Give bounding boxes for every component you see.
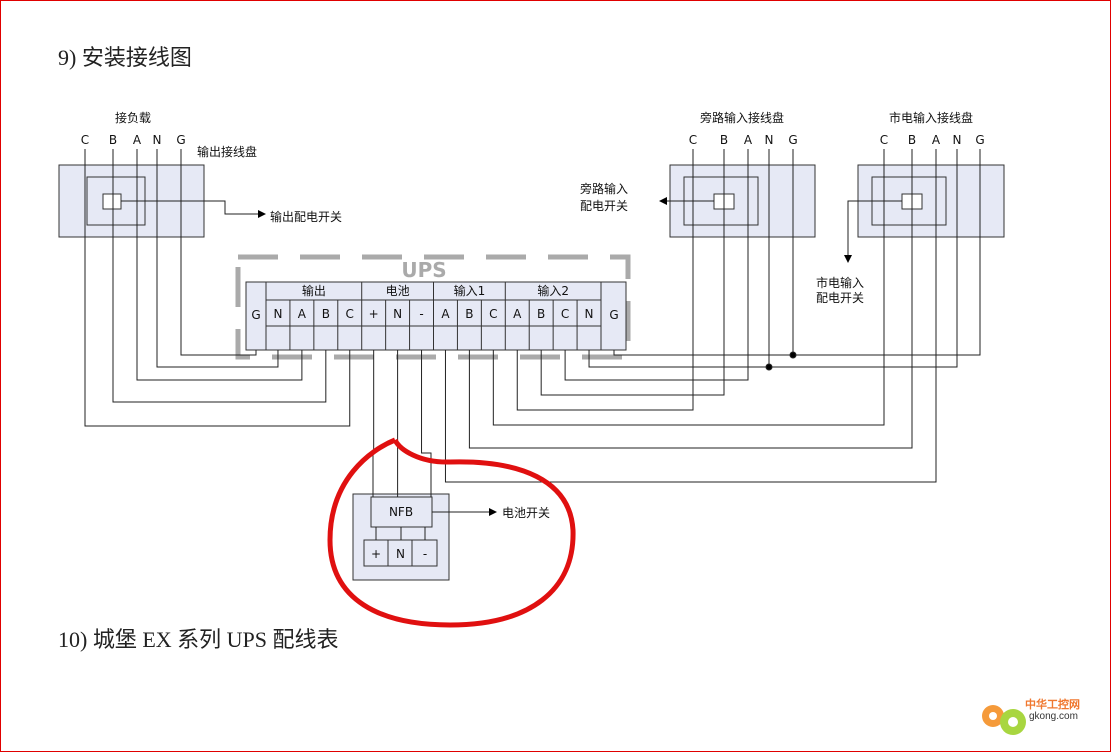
bypass-switch-label: 旁路输入 <box>580 181 628 196</box>
phase-label: A <box>133 133 142 147</box>
terminal-label: N <box>393 307 402 321</box>
phase-label: G <box>788 133 797 147</box>
phase-label: A <box>744 133 753 147</box>
terminal-group-label: 输出 <box>302 283 326 298</box>
wire <box>468 149 913 449</box>
wire <box>516 149 694 411</box>
terminal-label: B <box>537 307 545 321</box>
nfb-terminal-label: N <box>396 547 405 561</box>
terminal-label: B <box>322 307 330 321</box>
junction-dot <box>789 351 797 359</box>
ups-terminal-block <box>245 281 627 351</box>
terminal-group-label: 输入1 <box>454 283 486 298</box>
phase-label: N <box>153 133 162 147</box>
battery-switch-label: 电池开关 <box>502 506 550 520</box>
wire <box>112 149 327 403</box>
phase-label: B <box>109 133 117 147</box>
terminal-group-label: 输入2 <box>537 283 569 298</box>
phase-label: C <box>880 133 888 147</box>
terminal-label: C <box>346 307 354 321</box>
section-heading-table: 10) 城堡 EX 系列 UPS 配线表 <box>58 627 339 652</box>
wire <box>540 149 725 396</box>
phase-label: N <box>765 133 774 147</box>
terminal-label: C <box>489 307 497 321</box>
wire <box>444 149 937 483</box>
terminal-group-label: 电池 <box>386 284 410 298</box>
terminal-label: A <box>513 307 522 321</box>
wire <box>180 149 257 356</box>
output-switch <box>102 193 122 210</box>
bypass-switch-label: 配电开关 <box>580 199 628 213</box>
load-label: 接负载 <box>115 110 151 125</box>
terminal-label: N <box>585 307 594 321</box>
wire <box>588 149 958 368</box>
phase-label: G <box>975 133 984 147</box>
ups-label: UPS <box>401 258 446 282</box>
ups-outline <box>235 254 631 360</box>
phase-label: B <box>908 133 916 147</box>
phase-label: B <box>720 133 728 147</box>
phase-label: A <box>932 133 941 147</box>
phase-label: C <box>81 133 89 147</box>
phase-label: G <box>176 133 185 147</box>
wire <box>492 149 885 426</box>
terminal-label: - <box>419 307 423 321</box>
mains-switch-label: 市电输入 <box>816 275 864 290</box>
wire <box>136 149 303 381</box>
ground-label: G <box>609 308 618 322</box>
red-annotation-circle <box>327 437 576 628</box>
terminal-label: B <box>465 307 473 321</box>
terminal-label: A <box>441 307 450 321</box>
wire <box>84 149 351 427</box>
terminal-label: N <box>273 307 282 321</box>
output-switch-label: 输出配电开关 <box>270 209 342 224</box>
phase-label: N <box>953 133 962 147</box>
nfb-terminal-label: - <box>423 547 427 561</box>
wire <box>564 149 749 381</box>
wire <box>372 350 375 497</box>
wire <box>613 149 981 356</box>
section-heading-wiring: 9) 安装接线图 <box>58 45 192 70</box>
output-panel-label: 输出接线盘 <box>197 144 257 159</box>
terminal-label: C <box>561 307 569 321</box>
bypass-panel-label: 旁路输入接线盘 <box>700 110 784 125</box>
wire <box>156 149 279 368</box>
mains-switch-label: 配电开关 <box>816 291 864 305</box>
nfb-terminal-label: + <box>371 547 381 561</box>
mains-panel-label: 市电输入接线盘 <box>889 110 973 125</box>
phase-label: C <box>689 133 697 147</box>
terminal-label: + <box>369 307 379 321</box>
gear-logo-icon <box>982 705 1026 735</box>
wire <box>421 350 432 497</box>
terminal-label: A <box>298 307 307 321</box>
ground-label: G <box>251 308 260 322</box>
junction-dot <box>765 363 773 371</box>
nfb-label: NFB <box>389 505 413 519</box>
